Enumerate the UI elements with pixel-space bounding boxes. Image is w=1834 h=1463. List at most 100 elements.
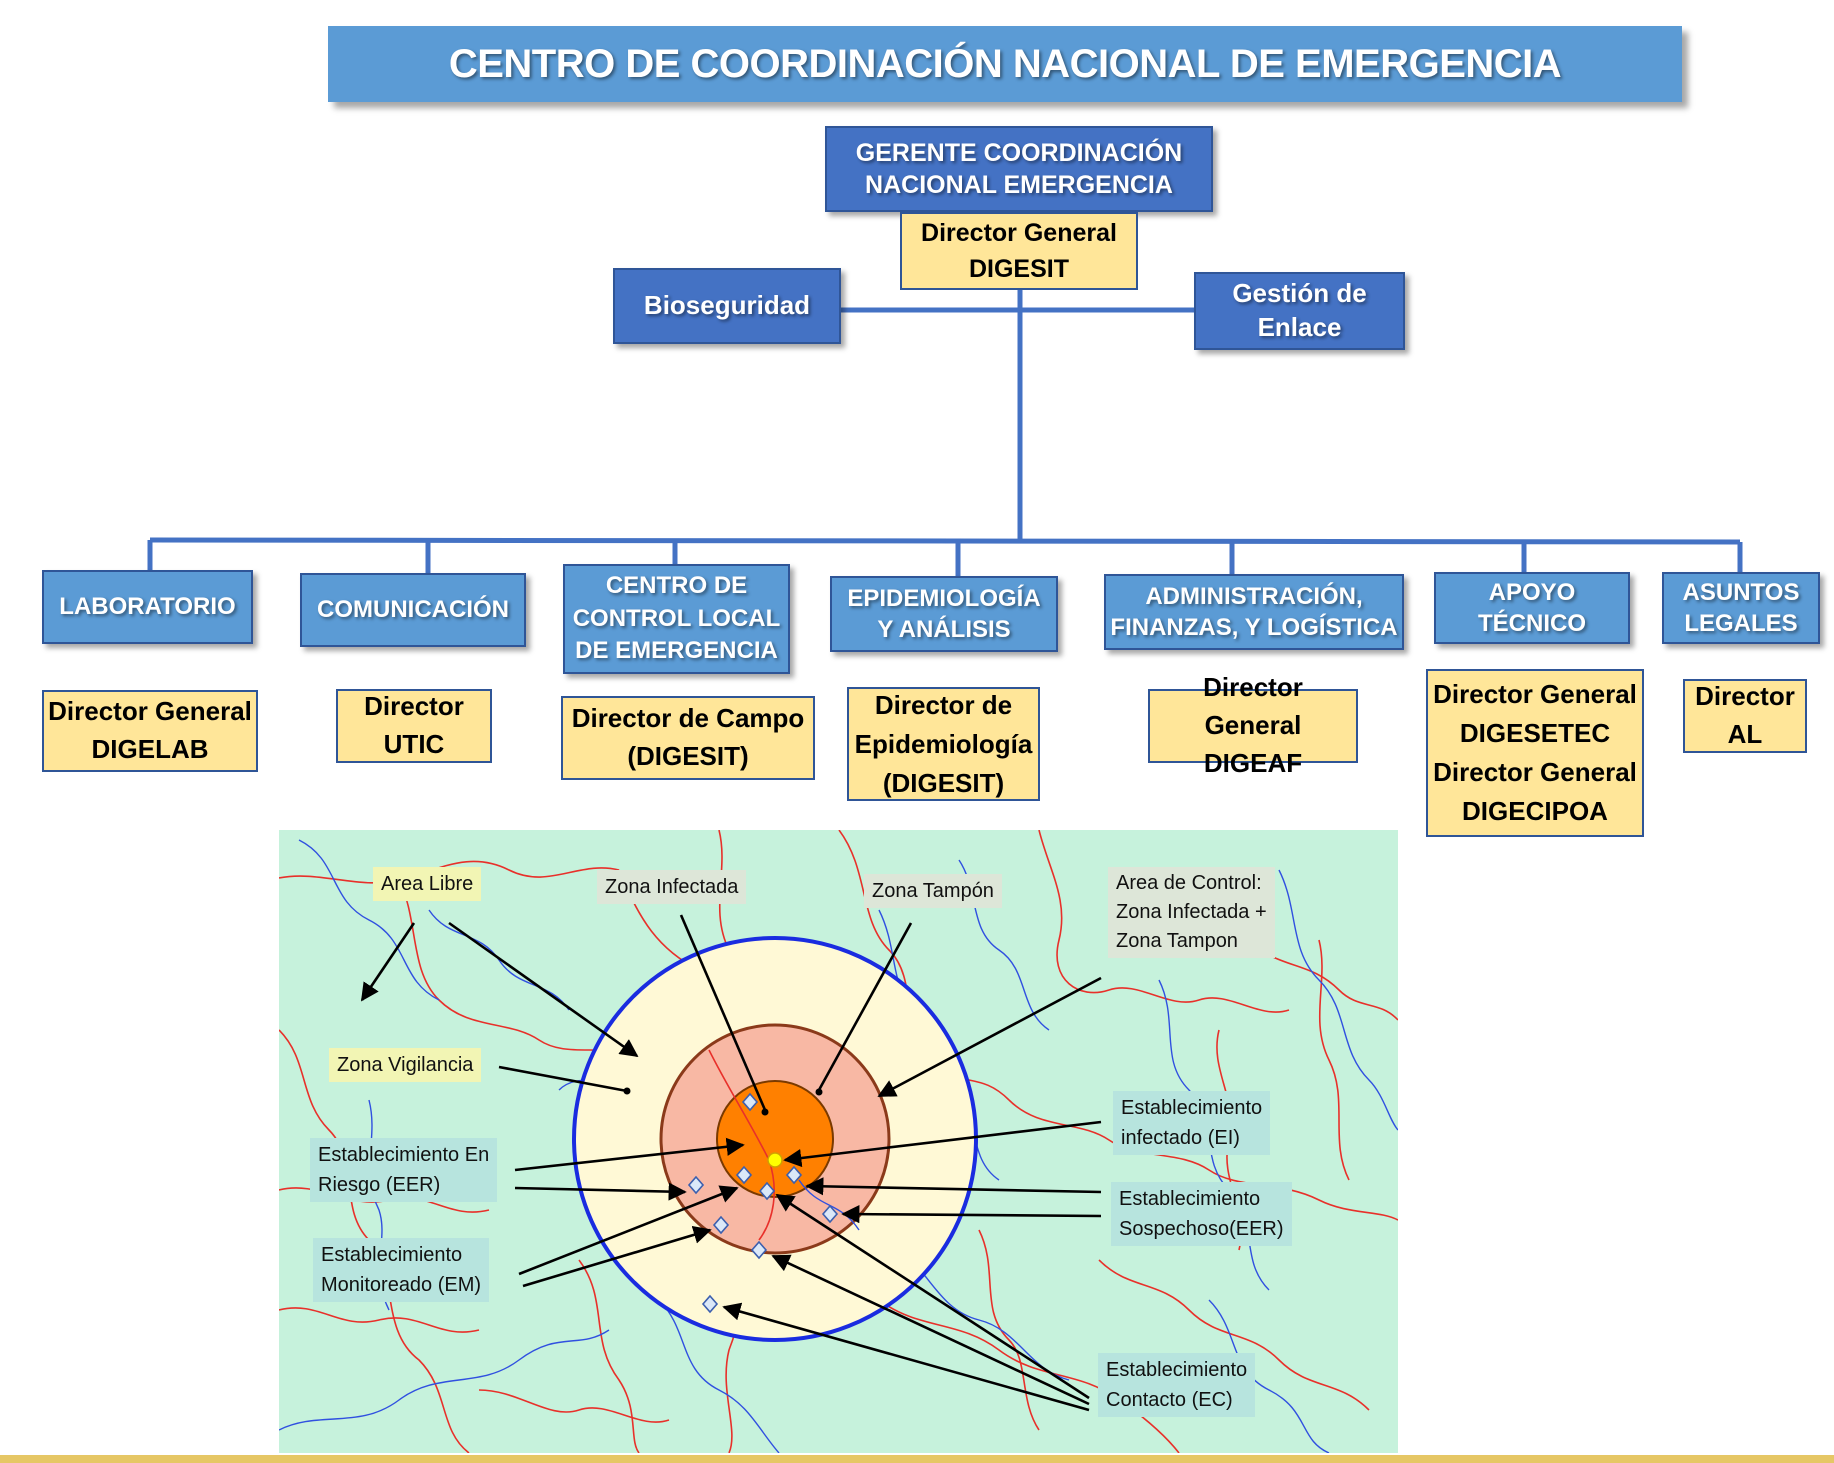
dept-epidemiologia-line-1: EPIDEMIOLOGÍA [847, 584, 1041, 612]
arrow-em [522, 1225, 712, 1288]
dept-asuntos-legales-line-2: LEGALES [1684, 610, 1798, 637]
bioseguridad-box: Bioseguridad [613, 268, 841, 344]
arrow-zona-vigilancia [498, 1065, 628, 1093]
dept-centro-control-line-3: DE EMERGENCIA [575, 637, 778, 665]
role-apoyo-tecnico-box: Director General DIGESETEC Director Gene… [1426, 669, 1644, 837]
role-apoyo-tecnico-line-2: DIGESETEC [1459, 718, 1611, 748]
dept-centro-control-line-2: CONTROL LOCAL [572, 604, 781, 632]
dept-comunicacion-label: COMUNICACIÓN [317, 596, 509, 624]
label-ec-line-1: Establecimiento [1106, 1359, 1248, 1381]
role-comunicacion-line-1: Director [364, 691, 464, 722]
eer-sospechoso-marker [821, 1204, 839, 1224]
role-laboratorio-box: Director General DIGELAB [42, 690, 258, 772]
role-epidemiologia-line-3: (DIGESIT) [882, 767, 1005, 798]
dept-centro-control-line-1: CENTRO DE [605, 572, 748, 600]
gestion-enlace-line-2: Enlace [1257, 312, 1342, 342]
em-marker [712, 1215, 730, 1235]
arrow-ei [783, 1120, 1102, 1168]
dept-centro-control-box: CENTRO DE CONTROL LOCAL DE EMERGENCIA [563, 564, 790, 674]
arrow-eer-sospechoso [805, 1177, 1102, 1196]
zona-infectada-dot [761, 1108, 769, 1116]
gestion-enlace-box: Gestión de Enlace [1194, 272, 1405, 350]
callout-arrows [360, 914, 1102, 1412]
arrow-ec [771, 1254, 1090, 1406]
role-centro-control-line-1: Director de Campo [571, 703, 805, 734]
dept-asuntos-legales-box: ASUNTOS LEGALES [1662, 572, 1820, 644]
eer-marker [741, 1092, 759, 1112]
zona-tampon-dot [815, 1088, 823, 1096]
label-ec: Establecimiento Contacto (EC) [1098, 1353, 1256, 1417]
label-zona-vigilancia: Zona Vigilancia [329, 1048, 482, 1082]
eer-sospechoso-marker [785, 1165, 803, 1185]
role-administracion-line-1: Director General [1203, 672, 1303, 741]
arrow-ec [775, 1193, 1090, 1400]
role-administracion-box: Director General DIGEAF [1148, 672, 1358, 778]
role-administracion-line-2: DIGEAF [1203, 747, 1303, 778]
dept-administracion-box: ADMINISTRACIÓN, FINANZAS, Y LOGÍSTICA [1104, 574, 1404, 650]
role-centro-control-line-2: (DIGESIT) [627, 741, 749, 771]
label-ei-line-1: Establecimiento [1121, 1097, 1263, 1119]
dept-apoyo-tecnico-box: APOYO TÉCNICO [1434, 572, 1630, 644]
gestion-enlace-line-1: Gestión de [1232, 278, 1367, 309]
label-eer-sospechoso-line-2: Sospechoso(EER) [1119, 1218, 1284, 1240]
dept-epidemiologia-box: EPIDEMIOLOGÍA Y ANÁLISIS [830, 576, 1058, 652]
label-eer-riesgo-line-2: Riesgo (EER) [318, 1174, 441, 1196]
zona-infectada-circle [716, 1080, 834, 1198]
arrow-zona-infectada [679, 914, 767, 1111]
label-ei: Establecimiento infectado (EI) [1113, 1091, 1271, 1155]
role-centro-control-box: Director de Campo (DIGESIT) [561, 696, 815, 780]
page-title: CENTRO DE COORDINACIÓN NACIONAL DE EMERG… [328, 26, 1682, 102]
label-eer-sospechoso: Establecimiento Sospechoso(EER) [1111, 1182, 1292, 1246]
bioseguridad-label: Bioseguridad [643, 290, 811, 321]
manager-role-line-2: DIGESIT [968, 255, 1069, 283]
arrow-em [518, 1185, 739, 1276]
manager-box: GERENTE COORDINACIÓN NACIONAL EMERGENCIA [825, 126, 1213, 212]
role-asuntos-legales-line-1: Director [1695, 681, 1795, 712]
dept-administracion-line-2: FINANZAS, Y LOGÍSTICA [1110, 614, 1398, 641]
arrow-ec [722, 1302, 1090, 1412]
label-area-control: Area de Control: Zona Infectada + Zona T… [1108, 867, 1275, 958]
label-em: Establecimiento Monitoreado (EM) [313, 1238, 490, 1302]
establishment-markers [687, 1092, 839, 1314]
ei-marker [767, 1152, 783, 1168]
arrow-area-libre [448, 921, 639, 1058]
dept-laboratorio-label: LABORATORIO [59, 593, 236, 621]
role-apoyo-tecnico-line-4: DIGECIPOA [1462, 796, 1608, 826]
label-ei-line-2: infectado (EI) [1121, 1127, 1240, 1149]
label-ec-line-2: Contacto (EC) [1106, 1389, 1233, 1411]
manager-line-2: NACIONAL EMERGENCIA [865, 171, 1173, 199]
arrow-eer-riesgo [514, 1182, 687, 1201]
label-area-control-line-1: Area de Control: [1116, 872, 1262, 894]
dept-administracion-line-1: ADMINISTRACIÓN, [1145, 582, 1363, 610]
label-em-line-1: Establecimiento [321, 1244, 463, 1266]
arrow-area-control [877, 976, 1102, 1098]
role-comunicacion-line-2: UTIC [383, 729, 445, 759]
ec-marker [750, 1240, 768, 1260]
label-area-libre: Area Libre [373, 867, 482, 901]
label-area-control-line-2: Zona Infectada + [1116, 901, 1267, 923]
role-epidemiologia-box: Director de Epidemiología (DIGESIT) [847, 687, 1040, 801]
manager-role-line-1: Director General [921, 218, 1117, 247]
dept-asuntos-legales-line-1: ASUNTOS [1682, 578, 1800, 606]
label-eer-riesgo-line-1: Establecimiento En [318, 1144, 490, 1166]
label-eer-sospechoso-line-1: Establecimiento [1119, 1188, 1261, 1210]
dept-comunicacion-box: COMUNICACIÓN [300, 573, 526, 647]
dept-laboratorio-box: LABORATORIO [42, 570, 253, 644]
manager-line-1: GERENTE COORDINACIÓN [855, 138, 1183, 167]
arrow-area-libre [360, 922, 416, 1002]
arrow-zona-tampon [817, 922, 913, 1091]
bottom-accent-line [0, 1455, 1834, 1463]
manager-role-box: Director General DIGESIT [900, 212, 1138, 290]
role-comunicacion-box: Director UTIC [336, 689, 492, 763]
role-epidemiologia-line-1: Director de [874, 689, 1013, 720]
ec-marker [701, 1294, 719, 1314]
role-asuntos-legales-line-2: AL [1727, 719, 1763, 749]
dept-epidemiologia-line-2: Y ANÁLISIS [877, 616, 1011, 643]
zone-map: Area Libre Zona Infectada Zona Tampón Ar… [279, 830, 1398, 1453]
arrow-eer-sospechoso [841, 1205, 1102, 1224]
ec-marker [758, 1181, 776, 1201]
role-epidemiologia-line-2: Epidemiología [854, 728, 1033, 759]
role-laboratorio-line-2: DIGELAB [91, 734, 209, 764]
label-em-line-2: Monitoreado (EM) [321, 1274, 482, 1296]
